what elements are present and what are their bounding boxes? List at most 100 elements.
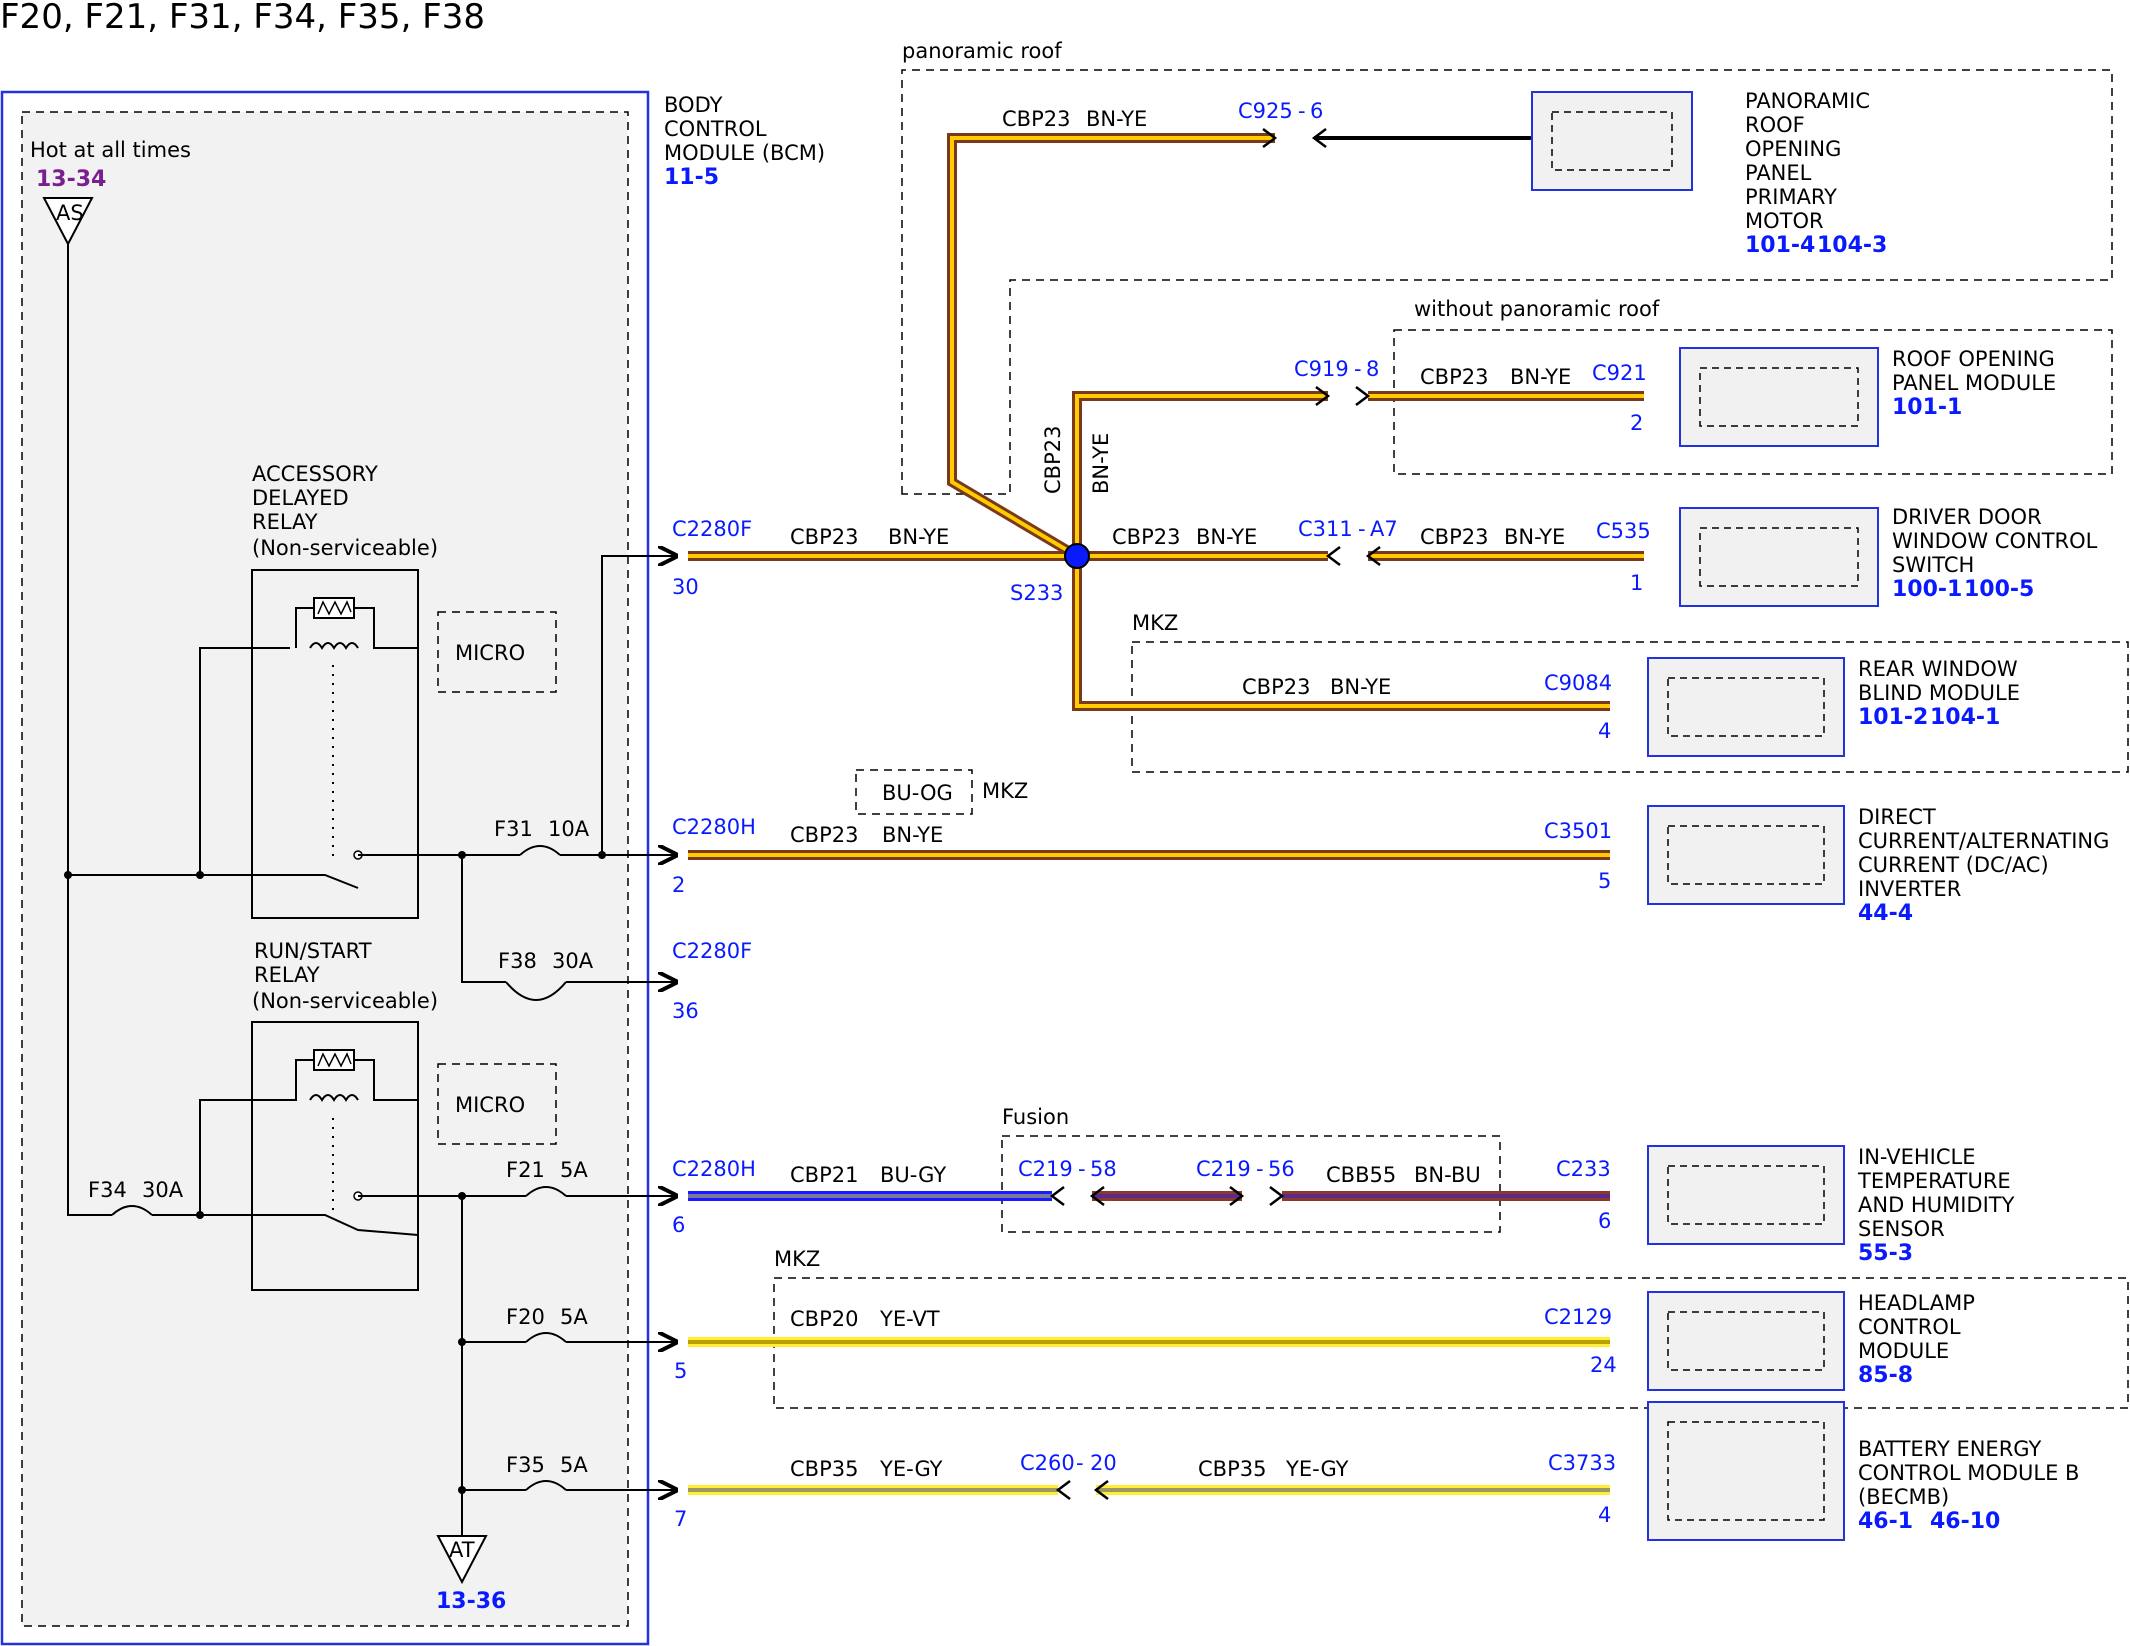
pan-dash: - bbox=[1298, 99, 1306, 123]
ivt-circuit: CBB55 bbox=[1326, 1163, 1396, 1187]
drv-color-1: BN-YE bbox=[1196, 525, 1257, 549]
splice-s233 bbox=[1064, 543, 1090, 569]
module-0-line-3: PANEL bbox=[1745, 161, 1812, 185]
module-inner-7 bbox=[1667, 1421, 1825, 1521]
f35-rating: 5A bbox=[560, 1453, 588, 1477]
c4-circuit: CBP21 bbox=[790, 1163, 858, 1187]
module-inner-3 bbox=[1667, 677, 1825, 737]
acc-relay-coil-wiring bbox=[295, 607, 418, 649]
module-4-line-3: INVERTER bbox=[1858, 877, 1961, 901]
rop-pin-2: 2 bbox=[1630, 411, 1643, 435]
rop-dash: - bbox=[1354, 357, 1362, 381]
hcm-pin: 24 bbox=[1590, 1353, 1617, 1377]
module-inner-0 bbox=[1551, 111, 1673, 171]
module-1-line-0: ROOF OPENING bbox=[1892, 347, 2055, 371]
drv-color-2: BN-YE bbox=[1504, 525, 1565, 549]
module-6-ref-0: 85-8 bbox=[1858, 1363, 1913, 1388]
module-0-line-2: OPENING bbox=[1745, 137, 1841, 161]
c925-chevron-in bbox=[1262, 128, 1278, 148]
ivt-connector-2: C219 bbox=[1196, 1157, 1251, 1181]
run-relay-resistor-zigzag bbox=[317, 1052, 352, 1068]
drv-dash: - bbox=[1358, 517, 1366, 541]
fusion-label: Fusion bbox=[1002, 1105, 1069, 1129]
acc-relay-line3: RELAY bbox=[252, 510, 318, 534]
c219-58-chevron-a bbox=[1049, 1186, 1065, 1206]
f31-to-c2280f-30 bbox=[560, 556, 676, 856]
module-5-line-3: SENSOR bbox=[1858, 1217, 1945, 1241]
f38-name: F38 bbox=[498, 949, 537, 973]
module-0-line-4: PRIMARY bbox=[1745, 185, 1837, 209]
pan-connector: C925 bbox=[1238, 99, 1293, 123]
ivt-connector-3: C233 bbox=[1556, 1157, 1611, 1181]
c2-connector: C2280H bbox=[672, 815, 756, 839]
becm-pin-2: 4 bbox=[1598, 1503, 1611, 1527]
acc-relay-resistor-zigzag bbox=[317, 600, 352, 616]
ground-node-symbol bbox=[436, 1535, 488, 1585]
mkz2-label: MKZ bbox=[982, 779, 1028, 803]
module-3-line-0: REAR WINDOW bbox=[1858, 657, 2018, 681]
module-0-line-5: MOTOR bbox=[1745, 209, 1824, 233]
f34-rating: 30A bbox=[142, 1178, 184, 1202]
c6-circuit: CBP35 bbox=[790, 1457, 858, 1481]
module-inner-2 bbox=[1699, 527, 1859, 587]
becm-dash: - bbox=[1076, 1451, 1084, 1475]
rop-circuit: CBP23 bbox=[1420, 365, 1488, 389]
bu-og-option bbox=[855, 769, 973, 815]
f38-feed bbox=[461, 855, 506, 983]
panoramic-label: panoramic roof bbox=[902, 39, 1062, 63]
bcm-name-line1: BODY bbox=[664, 93, 723, 117]
c6-pin: 7 bbox=[674, 1507, 687, 1531]
f21-fuse-symbol bbox=[525, 1186, 567, 1197]
run-relay-micro: MICRO bbox=[455, 1093, 525, 1117]
module-6-line-2: MODULE bbox=[1858, 1339, 1949, 1363]
run-relay-micro-box bbox=[437, 1063, 557, 1145]
module-2-ref-0: 100-1 bbox=[1892, 577, 1962, 602]
module-0-ref-0: 101-4 bbox=[1745, 233, 1815, 258]
c3-connector: C2280F bbox=[672, 939, 752, 963]
c219-58-chevron-b bbox=[1089, 1186, 1105, 1206]
hcm-connector: C2129 bbox=[1544, 1305, 1612, 1329]
drv-connector-2: C535 bbox=[1596, 519, 1651, 543]
module-1-line-1: PANEL MODULE bbox=[1892, 371, 2056, 395]
diagram-title: F20, F21, F31, F34, F35, F38 bbox=[0, 0, 485, 37]
mkz3-label: MKZ bbox=[774, 1247, 820, 1271]
module-7-line-0: BATTERY ENERGY bbox=[1858, 1437, 2042, 1461]
f35-name: F35 bbox=[506, 1453, 545, 1477]
c5-circuit: CBP20 bbox=[790, 1307, 858, 1331]
module-1-ref-0: 101-1 bbox=[1892, 395, 1962, 420]
c5-color: YE-VT bbox=[879, 1307, 940, 1331]
bu-og-label: BU-OG bbox=[882, 781, 953, 805]
run-relay-contact-feed bbox=[152, 1214, 419, 1236]
drv-circuit-1: CBP23 bbox=[1112, 525, 1180, 549]
c260-chevron-b bbox=[1093, 1480, 1109, 1500]
run-relay-line2: RELAY bbox=[254, 963, 320, 987]
f20-rating: 5A bbox=[560, 1305, 588, 1329]
module-4-line-1: CURRENT/ALTERNATING bbox=[1858, 829, 2109, 853]
c4-connector: C2280H bbox=[672, 1157, 756, 1181]
bcm-inner-boundary bbox=[21, 111, 629, 1627]
panoramic-roof-option bbox=[901, 69, 2113, 495]
f38-fuse-symbol bbox=[505, 981, 567, 1001]
module-7-line-1: CONTROL MODULE B bbox=[1858, 1461, 2079, 1485]
module-box-5 bbox=[1647, 1145, 1845, 1245]
becm-connector-1: C260 bbox=[1020, 1451, 1075, 1475]
c4-pin: 6 bbox=[672, 1213, 685, 1237]
module-5-line-1: TEMPERATURE bbox=[1857, 1169, 2011, 1193]
rop-connector-2: C921 bbox=[1592, 361, 1647, 385]
c1-connector: C2280F bbox=[672, 517, 752, 541]
power-node-symbol bbox=[42, 197, 94, 247]
acc-relay-line2: DELAYED bbox=[252, 486, 349, 510]
acc-relay-line4: (Non-serviceable) bbox=[252, 536, 438, 560]
rwb-pin: 4 bbox=[1598, 719, 1611, 743]
module-2-line-1: WINDOW CONTROL bbox=[1892, 529, 2098, 553]
module-3-ref-1: 104-1 bbox=[1930, 705, 2000, 730]
ivt-pin-3: 6 bbox=[1598, 1209, 1611, 1233]
module-box-0 bbox=[1531, 91, 1693, 191]
module-6-line-1: CONTROL bbox=[1858, 1315, 1961, 1339]
drv-connector-1: C311 bbox=[1298, 517, 1353, 541]
run-relay-coil-wiring bbox=[199, 1059, 418, 1215]
c6-color: YE-GY bbox=[879, 1457, 943, 1481]
f21-rating: 5A bbox=[560, 1158, 588, 1182]
acc-relay-line1: ACCESSORY bbox=[252, 462, 378, 486]
module-4-line-2: CURRENT (DC/AC) bbox=[1858, 853, 2049, 877]
